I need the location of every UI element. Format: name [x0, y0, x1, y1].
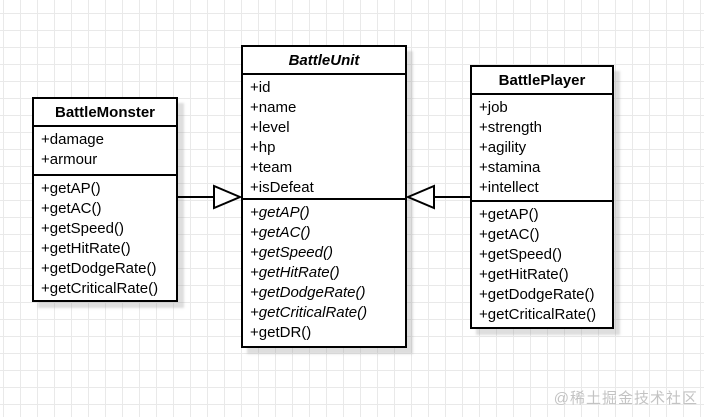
class-title: BattleMonster: [34, 99, 176, 127]
method: +getSpeed(): [250, 244, 333, 261]
methods-section: +getAP() +getAC() +getSpeed() +getHitRate()…: [243, 200, 405, 346]
method: +getHitRate(): [479, 266, 569, 283]
watermark: @稀土掘金技术社区: [553, 390, 698, 407]
method: +getCriticalRate(): [41, 280, 159, 297]
attribute: +damage: [41, 131, 104, 148]
method: +getSpeed(): [41, 220, 124, 237]
attributes-section: +damage +armour: [34, 127, 176, 176]
method: +getSpeed(): [479, 246, 562, 263]
method: +getCriticalRate(): [250, 304, 368, 321]
attributes-section: +id +name +level +hp +team +isDefeat: [243, 75, 405, 200]
method: +getAP(): [250, 204, 310, 221]
method: +getHitRate(): [250, 264, 340, 281]
method: +getAP(): [479, 206, 539, 223]
attribute: +hp: [250, 139, 276, 156]
method: +getDodgeRate(): [41, 260, 157, 277]
attribute: +agility: [479, 139, 527, 156]
attribute: +id: [250, 79, 271, 96]
inheritance-arrow-player-to-unit: [405, 184, 470, 210]
attribute: +level: [250, 119, 290, 136]
inheritance-arrow-monster-to-unit: [178, 184, 243, 210]
method: +getDR(): [250, 324, 312, 341]
attribute: +intellect: [479, 179, 539, 196]
method: +getAP(): [41, 180, 101, 197]
attribute: +stamina: [479, 159, 541, 176]
attribute: +armour: [41, 151, 98, 168]
class-box-battlemonster: BattleMonster +damage+armour +getAP()+ge…: [32, 97, 178, 302]
methods-section: +getAP() +getAC() +getSpeed() +getHitRate()…: [34, 176, 176, 300]
class-box-battleplayer: BattlePlayer +job +strength +agility +stami…: [470, 65, 614, 329]
attribute: +isDefeat: [250, 179, 314, 196]
method: +getDodgeRate(): [479, 286, 595, 303]
method: +getHitRate(): [41, 240, 131, 257]
attributes-section: +job +strength +agility +stamina +intellect: [472, 95, 612, 202]
method: +getAC(): [479, 226, 540, 243]
method: +getAC(): [250, 224, 311, 241]
hollow-triangle-icon: [405, 184, 435, 210]
hollow-triangle-icon: [213, 184, 243, 210]
methods-section: +getAP() +getAC() +getSpeed() +getHitRate()…: [472, 202, 612, 327]
method: +getCriticalRate(): [479, 306, 597, 323]
attribute: +job: [479, 99, 508, 116]
attribute: +team: [250, 159, 293, 176]
method: +getAC(): [41, 200, 102, 217]
class-title: BattleUnit: [243, 47, 405, 75]
class-title: BattlePlayer: [472, 67, 612, 95]
attribute: +strength: [479, 119, 542, 136]
method: +getDodgeRate(): [250, 284, 366, 301]
attribute: +name: [250, 99, 297, 116]
class-box-battleunit: BattleUnit +id +name +level +hp +team +isDefe…: [241, 45, 407, 348]
